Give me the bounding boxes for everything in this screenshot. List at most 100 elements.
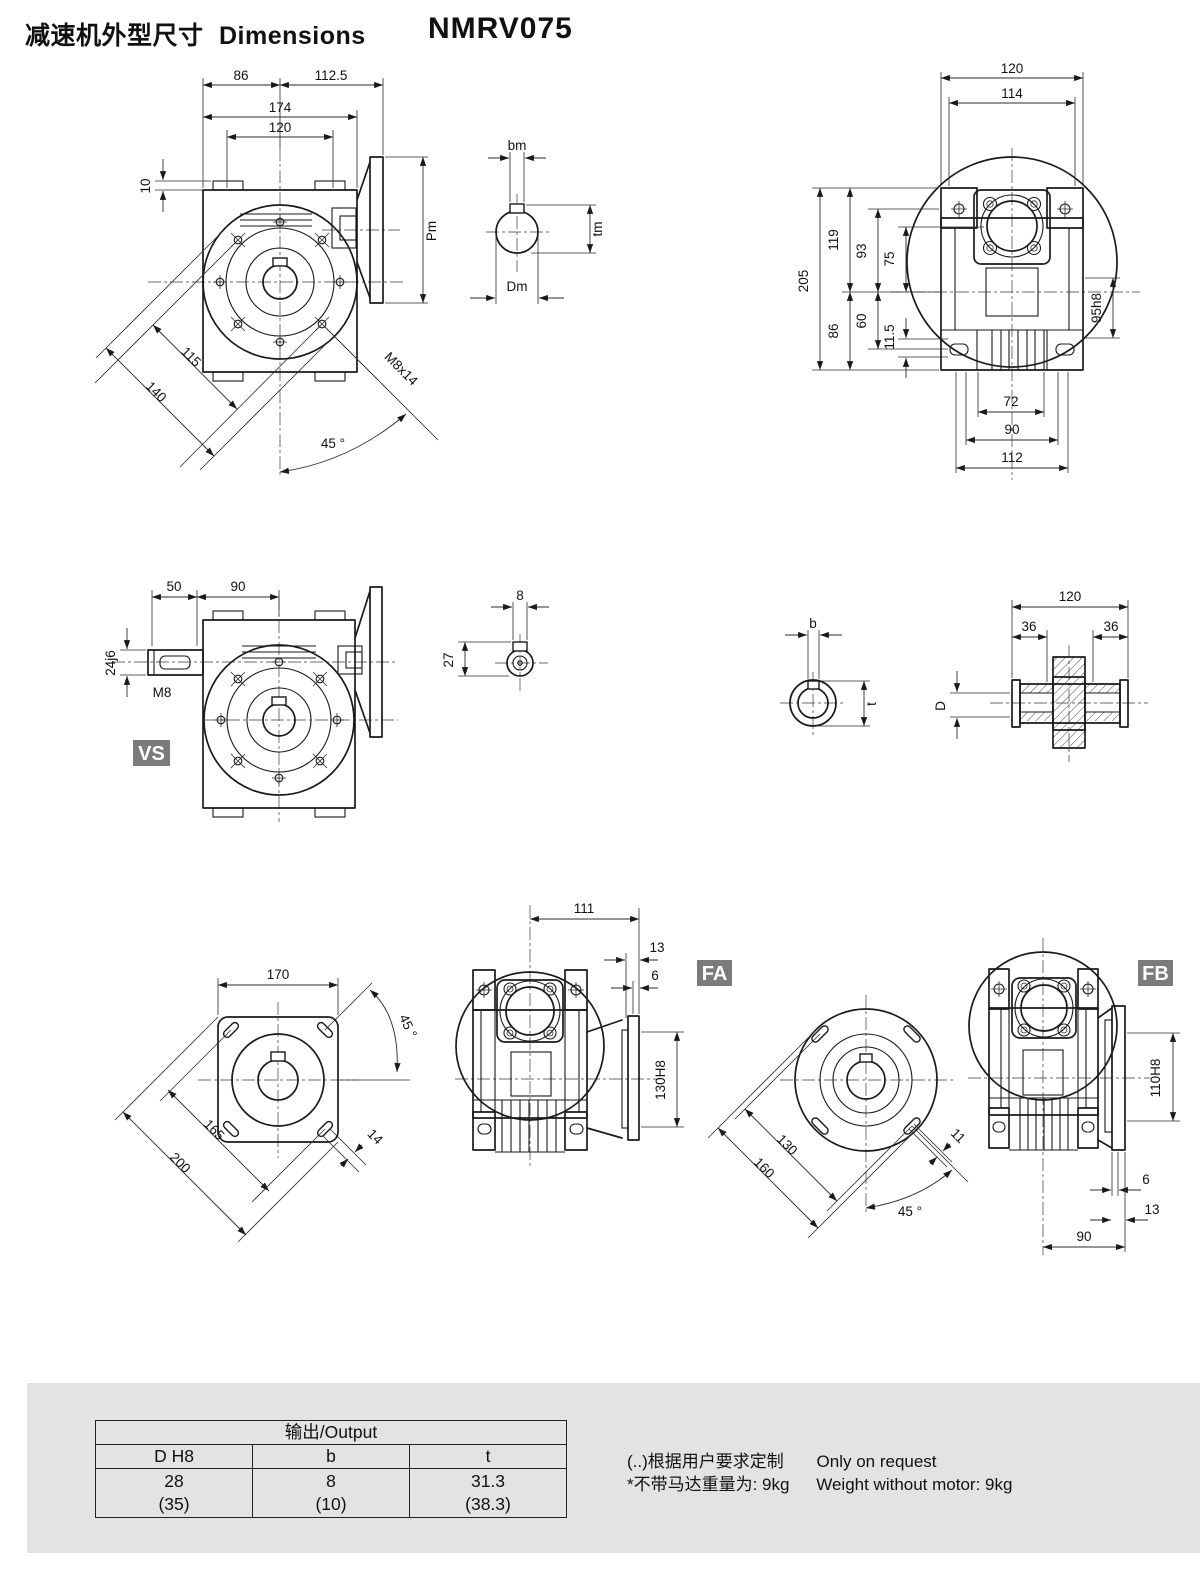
dim-27: 27 <box>441 652 456 667</box>
dim-14: 14 <box>365 1126 387 1148</box>
front-view-drawing: 86 112.5 174 120 10 Pm 115 140 M8x14 45 … <box>94 68 439 478</box>
dim-130H8: 130H8 <box>653 1060 668 1100</box>
page-title-en: Dimensions <box>218 22 366 50</box>
dim-90: 90 <box>1076 1229 1091 1244</box>
dim-Dm: Dm <box>507 279 528 294</box>
fb-flange-drawing: 130 160 11 45 ° <box>707 995 969 1239</box>
dim-t: t <box>864 702 879 706</box>
vs-badge <box>133 740 170 766</box>
cooling-fins <box>991 330 1045 370</box>
hollow-shaft-drawing: 120 36 36 D <box>933 589 1148 762</box>
fb-view-drawing: 110H8 6 13 90 FB <box>968 938 1180 1255</box>
dim-75: 75 <box>882 251 897 266</box>
dim-90: 90 <box>1004 422 1019 437</box>
cooling-fins <box>501 1100 557 1152</box>
dim-45deg: 45 ° <box>898 1204 922 1219</box>
note2-zh: *不带马达重量为: 9kg <box>627 1475 790 1494</box>
fb-badge-label: FB <box>1142 963 1169 985</box>
dim-60: 60 <box>854 313 869 328</box>
dim-140: 140 <box>143 379 170 406</box>
fa-badge <box>697 960 732 986</box>
col-header-DH8: D H8 <box>95 1444 253 1469</box>
dim-6: 6 <box>651 968 659 983</box>
page-title-zh: 减速机外型尺寸 <box>25 22 204 50</box>
dim-93: 93 <box>854 243 869 258</box>
dim-45deg: 45 ° <box>321 436 345 451</box>
dim-112.5: 112.5 <box>315 68 348 83</box>
note-weight: *不带马达重量为: 9kg Weight without motor: 9kg <box>627 1470 1012 1495</box>
fa-view-drawing: 111 13 6 130H8 FA <box>455 901 732 1168</box>
dim-120: 120 <box>269 120 292 135</box>
dim-111: 111 <box>574 901 595 916</box>
dim-200: 200 <box>167 1150 194 1177</box>
value-b: 8 <box>326 1471 336 1491</box>
dim-M8: M8 <box>153 685 172 700</box>
dim-11: 11 <box>948 1126 969 1147</box>
dim-114: 114 <box>1001 86 1023 101</box>
key-section-drawing: b t <box>780 616 879 736</box>
dim-11.5: 11.5 <box>882 324 897 349</box>
fb-badge <box>1138 960 1173 986</box>
dim-36-left: 36 <box>1021 619 1036 634</box>
cell-b: 8 (10) <box>252 1468 410 1518</box>
note1-zh: (..)根据用户要求定制 <box>627 1452 784 1471</box>
value-t-alt: (38.3) <box>465 1494 511 1514</box>
dim-90: 90 <box>230 579 245 594</box>
dim-119: 119 <box>826 229 841 251</box>
note1-en: Only on request <box>816 1452 937 1471</box>
vs-badge-label: VS <box>138 743 165 765</box>
col-header-b: b <box>252 1444 410 1469</box>
dim-45deg: 45 ° <box>396 1012 420 1040</box>
dim-120: 120 <box>1001 61 1024 76</box>
dim-112: 112 <box>1001 450 1023 465</box>
side-view-drawing: 120 114 205 119 93 75 86 60 11.5 95h8 72… <box>796 61 1140 480</box>
square-flange-drawing: 170 45 ° 165 200 14 <box>114 967 420 1243</box>
dim-115: 115 <box>178 344 204 370</box>
dim-tm: tm <box>590 222 605 237</box>
bolt-holes <box>214 657 344 785</box>
col-header-t: t <box>409 1444 567 1469</box>
vs-view-drawing: 50 90 24j6 M8 VS <box>103 579 398 822</box>
dim-36-right: 36 <box>1103 619 1118 634</box>
dim-6: 6 <box>1142 1172 1150 1187</box>
dim-205: 205 <box>796 270 811 293</box>
dim-D: D <box>933 701 948 711</box>
dim-13: 13 <box>1144 1202 1159 1217</box>
dim-165: 165 <box>201 1117 228 1144</box>
dim-72: 72 <box>1003 394 1018 409</box>
model-number: NMRV075 <box>428 12 573 45</box>
worm-shaft-section-drawing: 8 27 <box>441 588 549 692</box>
cooling-fins <box>1019 1098 1069 1150</box>
value-DH8-alt: (35) <box>158 1494 190 1514</box>
dim-160: 160 <box>751 1155 778 1182</box>
dim-Pm: Pm <box>424 221 439 241</box>
dim-10: 10 <box>138 178 153 193</box>
dim-bm: bm <box>508 138 527 153</box>
dim-95h8: 95h8 <box>1089 293 1104 323</box>
value-t: 31.3 <box>470 1471 506 1491</box>
dim-174: 174 <box>269 100 292 115</box>
dim-120: 120 <box>1059 589 1082 604</box>
page-title: 减速机外型尺寸 Dimensions <box>25 16 366 52</box>
dim-170: 170 <box>267 967 290 982</box>
dim-130: 130 <box>774 1132 801 1159</box>
dim-8: 8 <box>516 588 524 603</box>
dim-M8x14: M8x14 <box>382 349 422 389</box>
dim-110H8: 110H8 <box>1148 1059 1163 1098</box>
cell-t: 31.3 (38.3) <box>409 1468 567 1518</box>
bolt-holes <box>213 215 347 349</box>
output-dimension-table: 输出/Output D H8 b t 28 (35) 8 (10) 31.3 (… <box>95 1420 567 1518</box>
fa-badge-label: FA <box>702 963 728 985</box>
dim-86: 86 <box>233 68 248 83</box>
dim-50: 50 <box>166 579 181 594</box>
dim-24j6: 24j6 <box>103 650 118 676</box>
table-header: 输出/Output <box>95 1420 567 1445</box>
value-DH8: 28 <box>164 1471 184 1491</box>
cell-DH8: 28 (35) <box>95 1468 253 1518</box>
note-only-on-request: (..)根据用户要求定制 Only on request <box>627 1447 937 1472</box>
value-b-alt: (10) <box>315 1494 347 1514</box>
dim-13: 13 <box>649 940 664 955</box>
note2-en: Weight without motor: 9kg <box>816 1475 1013 1494</box>
dim-b: b <box>809 616 817 631</box>
